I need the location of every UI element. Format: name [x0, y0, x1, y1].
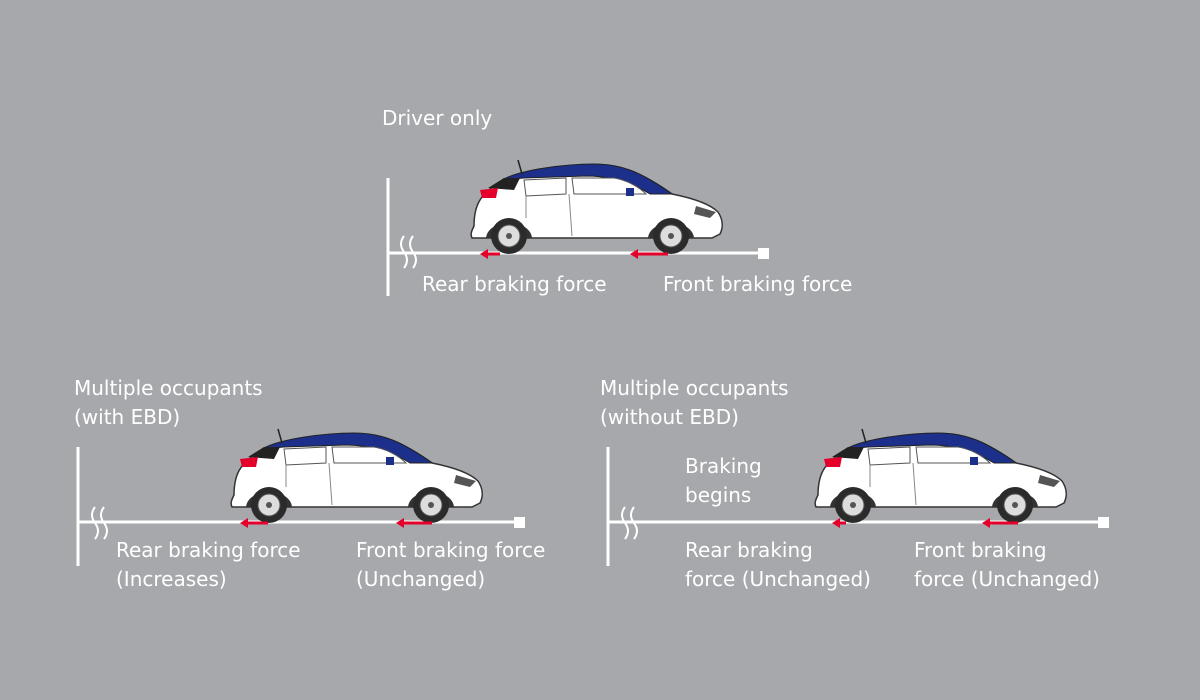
panel-title: Multiple occupants (without EBD)	[600, 376, 789, 429]
car-image	[230, 428, 483, 524]
panel-without-ebd	[606, 428, 1109, 566]
road-end-marker	[758, 248, 769, 259]
front-braking-label: Front braking force (Unchanged)	[914, 538, 1100, 591]
rear-braking-label: Rear braking force (Unchanged)	[685, 538, 871, 591]
rear-braking-label: Rear braking force (Increases)	[116, 538, 301, 591]
panel-title: Multiple occupants (with EBD)	[74, 376, 263, 429]
front-arrow	[982, 518, 1018, 528]
panel-driver-only	[386, 159, 769, 296]
road-end-marker	[514, 517, 525, 528]
rear-braking-label: Rear braking force	[422, 272, 607, 296]
front-arrow	[396, 518, 432, 528]
rear-arrow	[832, 518, 846, 528]
panel-title: Driver only	[382, 106, 493, 130]
front-braking-label: Front braking force (Unchanged)	[356, 538, 546, 591]
rear-arrow	[240, 518, 268, 528]
car-image	[814, 428, 1067, 524]
car-image	[470, 159, 723, 255]
panel-with-ebd	[76, 428, 525, 566]
front-arrow	[630, 249, 668, 259]
braking-begins-note: Braking begins	[685, 454, 762, 507]
rear-arrow	[480, 249, 500, 259]
front-braking-label: Front braking force	[663, 272, 853, 296]
road-end-marker	[1098, 517, 1109, 528]
